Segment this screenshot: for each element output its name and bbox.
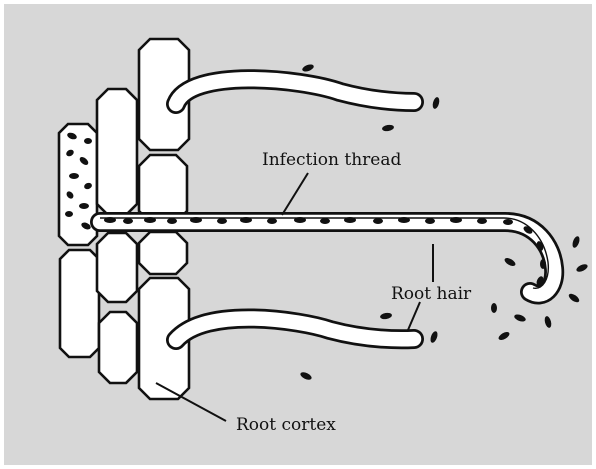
cortex-cell-middle-3 <box>99 312 137 383</box>
epidermal-cell-bottom <box>60 250 99 357</box>
root-hair-label: Root hair <box>391 284 472 304</box>
cortex-cell-right-3 <box>139 232 187 274</box>
cortex-cell-middle-2 <box>97 233 137 302</box>
cortex-cell-right-2 <box>139 155 187 222</box>
infection-thread-label: Infection thread <box>262 150 401 170</box>
cortex-cell-middle-1 <box>97 89 137 215</box>
root-cortex-label: Root cortex <box>236 415 336 435</box>
